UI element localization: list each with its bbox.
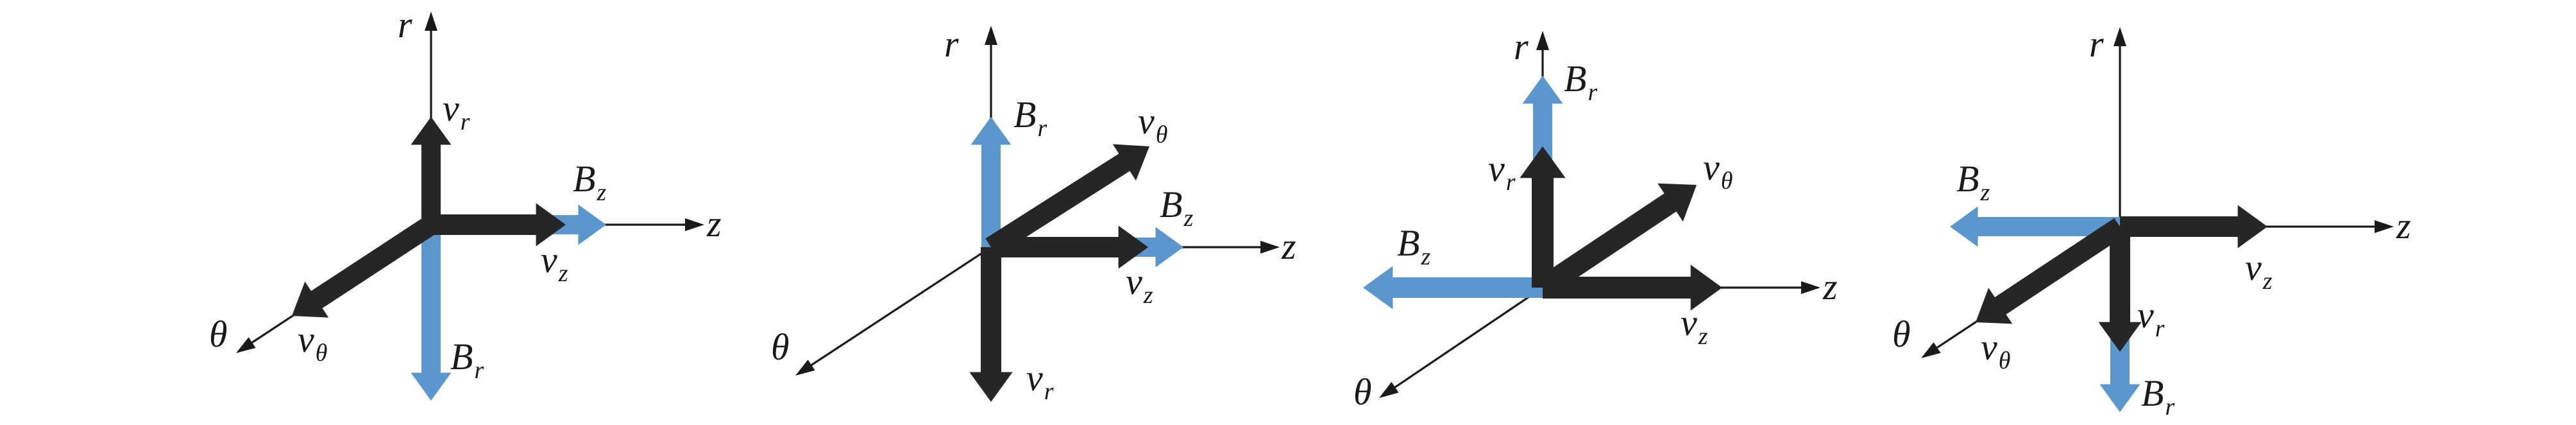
axis-label-theta: θ <box>1353 371 1372 413</box>
axis-label-r: r <box>1514 26 1529 67</box>
label-base: B <box>450 336 473 377</box>
velocity-arrow-v-r <box>1520 146 1566 288</box>
label-b-r: Br <box>1013 94 1047 142</box>
axis-r <box>2114 27 2126 227</box>
label-base: v <box>541 239 557 281</box>
label-subscript: r <box>461 108 470 135</box>
label-b-r: Br <box>2141 372 2174 421</box>
label-subscript: z <box>1420 243 1430 270</box>
axis-label-r: r <box>398 4 412 46</box>
label-base: v <box>1488 148 1505 189</box>
velocity-arrow-v-theta <box>1976 218 2126 324</box>
axis-label-theta: θ <box>771 326 790 368</box>
label-v-z: vz <box>1681 302 1708 350</box>
label-subscript: z <box>558 260 568 287</box>
label-subscript: r <box>1506 169 1516 196</box>
velocity-arrow-v-theta <box>1536 183 1697 297</box>
label-base: v <box>298 318 314 360</box>
velocity-arrow-v-theta <box>292 216 437 318</box>
field-arrow-b-z <box>1363 266 1543 309</box>
label-b-z: Bz <box>1397 222 1430 270</box>
label-v-r: vr <box>443 87 470 135</box>
velocity-arrow-v-r <box>969 247 1013 402</box>
label-subscript: z <box>1698 323 1708 350</box>
velocity-arrow-v-r <box>2098 227 2142 352</box>
label-b-z: Bz <box>573 158 606 206</box>
velocity-arrow-v-z <box>1543 265 1722 311</box>
label-base: v <box>2137 294 2154 336</box>
velocity-arrow-v-theta <box>985 144 1149 256</box>
label-subscript: z <box>596 179 606 206</box>
label-base: v <box>2245 247 2262 288</box>
label-v-theta: vθ <box>1981 326 2010 374</box>
axis-label-z: z <box>2396 205 2411 247</box>
label-base: B <box>1397 222 1419 264</box>
axis-label-z: z <box>706 203 722 245</box>
label-base: v <box>1026 357 1043 399</box>
label-subscript: θ <box>1999 347 2011 374</box>
label-subscript: r <box>1044 378 1054 405</box>
label-base: v <box>1681 302 1697 343</box>
axis-theta <box>1379 286 1543 398</box>
label-subscript: r <box>2165 394 2174 421</box>
velocity-arrow-v-z <box>991 225 1148 269</box>
velocity-arrow-v-r <box>411 117 452 225</box>
label-v-z: vz <box>2245 247 2273 295</box>
velocity-arrow-v-z <box>2120 205 2267 248</box>
label-v-z: vz <box>1126 261 1153 309</box>
label-b-z: Bz <box>1160 184 1193 232</box>
label-subscript: r <box>1037 115 1047 142</box>
label-base: v <box>1126 261 1142 302</box>
label-b-r: Br <box>450 336 484 384</box>
label-subscript: θ <box>1156 121 1168 148</box>
label-base: v <box>443 87 459 129</box>
label-subscript: z <box>2262 268 2273 295</box>
field-arrow-b-r <box>411 225 452 401</box>
label-subscript: r <box>2155 315 2165 342</box>
axis-label-r: r <box>2089 23 2104 65</box>
label-v-r: vr <box>1026 357 1054 405</box>
label-subscript: r <box>474 357 484 384</box>
label-base: B <box>2141 372 2164 414</box>
axis-theta <box>795 246 992 376</box>
label-base: B <box>1160 184 1182 225</box>
label-base: v <box>1138 100 1155 142</box>
axis-label-z: z <box>1281 225 1296 267</box>
label-subscript: θ <box>1721 168 1733 195</box>
label-b-z: Bz <box>1956 158 1990 206</box>
label-base: v <box>1981 326 1997 368</box>
label-base: v <box>1703 146 1720 188</box>
label-subscript: θ <box>316 340 328 367</box>
label-v-theta: vθ <box>298 318 327 367</box>
label-v-z: vz <box>541 239 568 287</box>
label-b-r: Br <box>1564 58 1597 106</box>
field-arrow-b-r <box>970 117 1012 247</box>
label-base: B <box>1956 158 1979 200</box>
label-subscript: z <box>1143 282 1153 309</box>
field-arrow-b-z <box>1950 206 2120 247</box>
axis-label-theta: θ <box>209 313 228 355</box>
label-subscript: z <box>1979 179 1990 206</box>
label-v-theta: vθ <box>1703 146 1733 195</box>
axis-label-z: z <box>1822 266 1838 308</box>
axis-label-theta: θ <box>1892 313 1911 355</box>
label-base: B <box>573 158 595 200</box>
axis-label-r: r <box>944 23 959 65</box>
label-v-r: vr <box>2137 294 2165 342</box>
label-base: B <box>1564 58 1586 100</box>
label-subscript: z <box>1183 205 1193 232</box>
label-v-r: vr <box>1488 148 1516 196</box>
label-base: B <box>1013 94 1036 135</box>
velocity-arrow-v-z <box>431 203 566 247</box>
label-subscript: r <box>1588 79 1597 106</box>
label-v-theta: vθ <box>1138 100 1167 148</box>
